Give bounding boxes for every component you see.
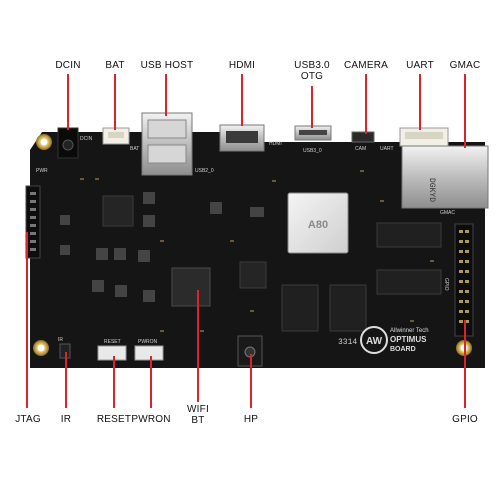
callout-line-gpio <box>464 320 466 408</box>
ram-chip-2 <box>376 269 442 295</box>
callout-line-uart <box>419 74 421 130</box>
callout-line-wifi <box>197 290 199 402</box>
callout-line-hp <box>250 354 252 408</box>
reset-button <box>97 345 127 361</box>
label-usb3-line2: OTG <box>300 71 324 82</box>
callout-line-gmac <box>464 74 466 148</box>
silk-pwr: PWR <box>36 168 48 174</box>
wifi-module <box>171 267 211 307</box>
ram-chip-4 <box>329 284 367 332</box>
silk-usb3: USB3_0 <box>303 148 322 154</box>
board-logo <box>360 326 388 354</box>
label-uart: UART <box>406 60 434 71</box>
silk-ir: IR <box>58 337 63 343</box>
callout-line-jtag <box>26 232 28 408</box>
callout-line-hdmi <box>241 74 243 126</box>
pcb <box>30 132 485 368</box>
brand-line-1: Allwinner Tech <box>390 328 429 334</box>
callout-line-bat <box>114 74 116 130</box>
silk-gmac: GMAC <box>440 210 455 216</box>
soc-label: A80 <box>308 219 328 231</box>
label-hdmi: HDMI <box>228 60 256 71</box>
callout-line-camera <box>365 74 367 134</box>
label-ir: IR <box>60 414 72 425</box>
brand-line-2: OPTIMUS <box>390 335 427 344</box>
label-gpio: GPIO <box>452 414 478 425</box>
silk-bat: BAT <box>130 146 139 152</box>
label-reset: RESET <box>96 414 132 425</box>
label-camera: CAMERA <box>344 60 388 71</box>
label-pwron: PWRON <box>131 414 171 425</box>
silk-hdmi: HDMI <box>269 141 282 147</box>
pwron-button <box>134 345 164 361</box>
callout-line-dcin <box>67 74 69 130</box>
label-usb-host: USB HOST <box>140 60 194 71</box>
logo-text: AW <box>366 336 383 347</box>
ram-chip-3 <box>281 284 319 332</box>
label-jtag: JTAG <box>15 414 41 425</box>
label-wifi-bt: WIFI BT <box>178 404 218 426</box>
brand-line-3: BOARD <box>390 346 416 353</box>
pmic-chip <box>102 195 134 227</box>
label-wifi-line2: BT <box>191 415 205 426</box>
callout-line-usb3 <box>311 86 313 128</box>
callout-line-usb-host <box>165 74 167 116</box>
label-wifi-line1: WIFI <box>187 404 209 415</box>
callout-line-pwron <box>150 356 152 408</box>
silk-pwron: PWRON <box>138 339 158 345</box>
label-hp: HP <box>243 414 259 425</box>
label-dcin: DCIN <box>55 60 81 71</box>
silk-cam: CAM <box>355 146 366 152</box>
label-usb3-line1: USB3.0 <box>294 60 330 71</box>
label-usb3-otg: USB3.0 OTG <box>290 60 334 82</box>
jtag-header <box>25 185 41 259</box>
soc-chip <box>287 192 349 254</box>
label-gmac: GMAC <box>449 60 481 71</box>
callout-line-ir <box>65 352 67 408</box>
power-ic <box>239 261 267 289</box>
silk-uart: UART <box>380 146 394 152</box>
eth-silk: DGKYD <box>427 178 436 202</box>
silk-usb2: USB2_0 <box>195 168 214 174</box>
ethernet-port <box>401 145 489 209</box>
camera-connector <box>351 131 375 143</box>
silk-dcin: DCIN <box>80 136 93 142</box>
label-bat: BAT <box>105 60 125 71</box>
ram-chip-1 <box>376 222 442 248</box>
callout-line-reset <box>113 356 115 408</box>
silk-reset: RESET <box>104 339 121 345</box>
silk-gpio: GPIO <box>443 278 449 291</box>
board-number: 3314 <box>338 338 357 347</box>
